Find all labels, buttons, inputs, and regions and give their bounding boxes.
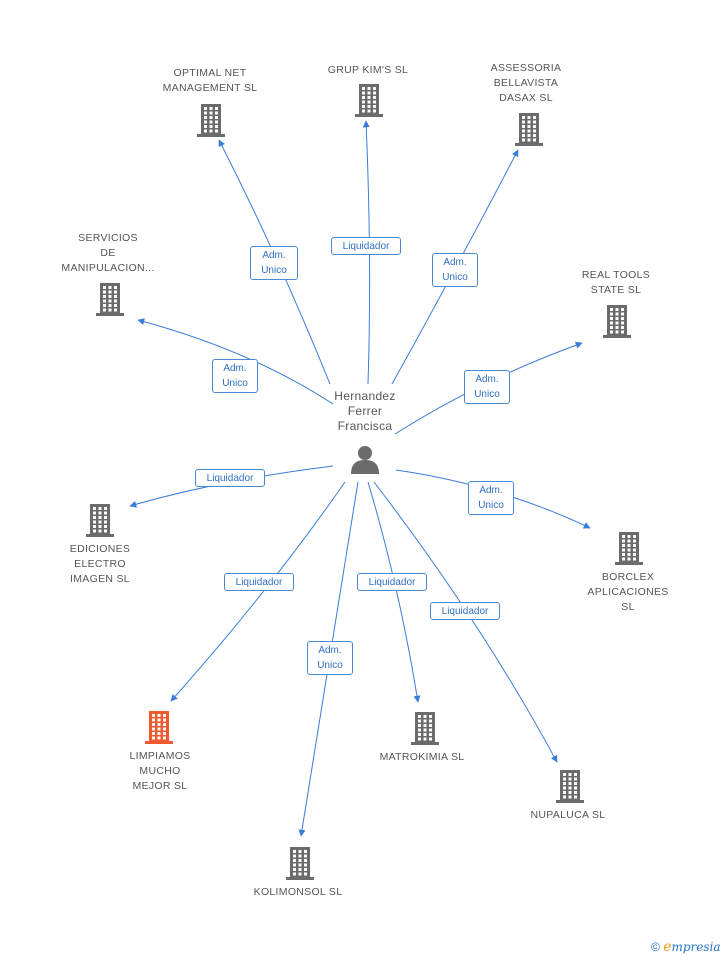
building-icon-realtools[interactable] — [602, 304, 632, 338]
building-icon-grupkims[interactable] — [354, 83, 384, 117]
relation-label-ediciones[interactable]: Liquidador — [195, 469, 265, 487]
person-icon[interactable] — [349, 444, 381, 479]
relation-label-assessoria[interactable]: Adm. Unico — [432, 253, 478, 287]
empresia-logo-initial: e — [663, 939, 672, 955]
company-label-optimal[interactable]: OPTIMAL NET MANAGEMENT SL — [162, 67, 258, 94]
relation-label-matrokimia[interactable]: Liquidador — [357, 573, 427, 591]
company-label-nupaluca[interactable]: NUPALUCA SL — [530, 809, 606, 821]
relation-label-kolimonsol[interactable]: Adm. Unico — [307, 641, 353, 675]
company-label-ediciones[interactable]: EDICIONES ELECTRO IMAGEN SL — [69, 543, 131, 585]
edge-to-servicios — [137, 318, 334, 405]
building-icon-optimal[interactable] — [196, 103, 226, 137]
relation-label-nupaluca[interactable]: Liquidador — [430, 602, 500, 620]
edge-to-grupkims — [362, 120, 371, 385]
company-label-kolimonsol[interactable]: KOLIMONSOL SL — [253, 886, 343, 898]
company-label-realtools[interactable]: REAL TOOLS STATE SL — [581, 269, 651, 296]
relation-label-realtools[interactable]: Adm. Unico — [464, 370, 510, 404]
company-label-borclex[interactable]: BORCLEX APLICACIONES SL — [587, 571, 669, 613]
building-icon-limpiamos[interactable] — [144, 710, 174, 744]
building-icon-kolimonsol[interactable] — [285, 846, 315, 880]
company-label-matrokimia[interactable]: MATROKIMIA SL — [379, 751, 465, 763]
building-icon-assessoria[interactable] — [514, 112, 544, 146]
building-icon-matrokimia[interactable] — [410, 711, 440, 745]
relation-label-servicios[interactable]: Adm. Unico — [212, 359, 258, 393]
footer-brand: © empresia — [651, 939, 721, 955]
relation-label-limpiamos[interactable]: Liquidador — [224, 573, 294, 591]
company-label-grupkims[interactable]: GRUP KIM'S SL — [327, 64, 409, 76]
building-icon-nupaluca[interactable] — [555, 769, 585, 803]
edge-to-nupaluca — [373, 481, 558, 763]
relation-label-optimal[interactable]: Adm. Unico — [250, 246, 298, 280]
copyright-symbol: © — [651, 940, 660, 954]
company-label-servicios[interactable]: SERVICIOS DE MANIPULACION... — [61, 232, 155, 274]
relation-label-borclex[interactable]: Adm. Unico — [468, 481, 514, 515]
company-label-limpiamos[interactable]: LIMPIAMOS MUCHO MEJOR SL — [129, 750, 191, 792]
empresia-logo-text: mpresia — [671, 940, 721, 954]
relation-label-grupkims[interactable]: Liquidador — [331, 237, 401, 255]
building-icon-borclex[interactable] — [614, 531, 644, 565]
building-icon-servicios[interactable] — [95, 282, 125, 316]
center-person-name: Hernandez Ferrer Francisca — [334, 389, 396, 433]
edge-to-matrokimia — [367, 481, 421, 703]
company-label-assessoria[interactable]: ASSESSORIA BELLAVISTA DASAX SL — [490, 62, 562, 104]
building-icon-ediciones[interactable] — [85, 503, 115, 537]
